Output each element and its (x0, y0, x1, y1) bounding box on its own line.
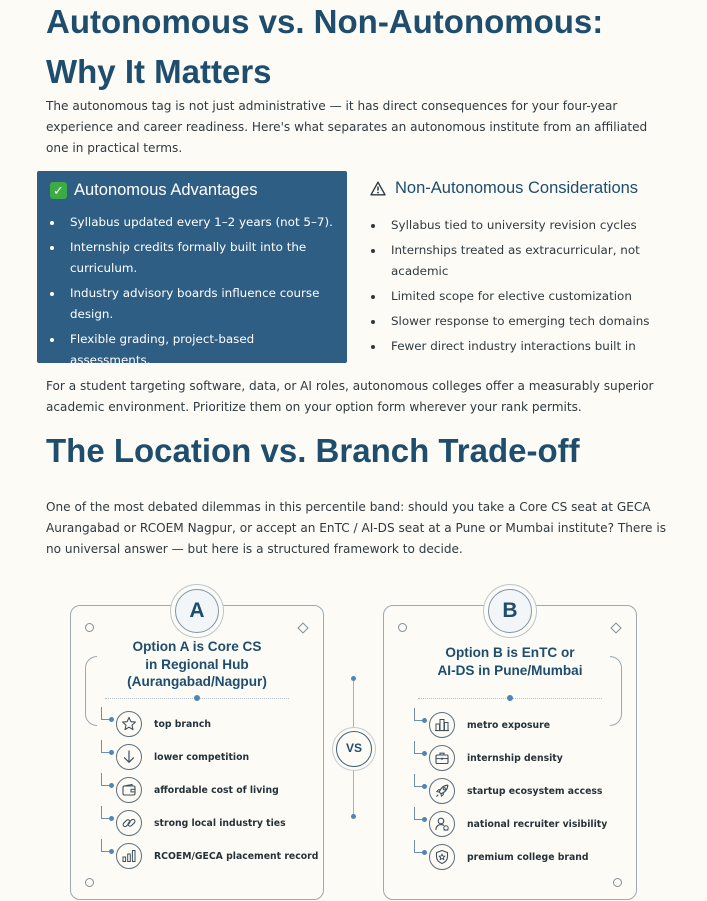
feature-label: metro exposure (467, 719, 551, 731)
connector-stub (414, 774, 427, 789)
connector-stub (414, 807, 427, 822)
option-a-feature: lower competition (101, 740, 250, 770)
considerations-list: Syllabus tied to university revision cyc… (370, 215, 670, 357)
connector-stub (414, 741, 427, 756)
advantage-item: Better MoU ecosystem with tech companies… (49, 375, 337, 396)
vs-dot-top (351, 676, 356, 681)
advantage-item: Syllabus updated every 1–2 years (not 5–… (49, 212, 337, 233)
advantage-item: Industry advisory boards influence cours… (49, 283, 337, 325)
option-a-title-line1: Option A is Core CS (132, 639, 262, 654)
rocket-icon (429, 778, 455, 804)
option-b-title-line1: Option B is EnTC or (445, 645, 575, 660)
option-a-title-line3: (Aurangabad/Nagpur) (127, 674, 267, 690)
vs-line-bottom (353, 767, 355, 817)
vs-line-top (353, 680, 355, 731)
connector-stub (101, 839, 114, 854)
option-a-card: A Option A is Core CS in Regional Hub (A… (70, 589, 324, 900)
option-b-badge: B (488, 589, 532, 633)
option-a-feature: strong local industry ties (101, 806, 286, 836)
feature-label: affordable cost of living (154, 784, 279, 796)
briefcase-icon (429, 745, 455, 771)
option-a-feature: top branch (101, 707, 211, 737)
advantage-item: Flexible grading, project-based assessme… (49, 329, 337, 371)
arrow-down-icon (116, 744, 142, 770)
section1-title-line1: Autonomous vs. Non-Autonomous: (46, 3, 604, 40)
diamond-icon (610, 622, 622, 634)
option-b-feature: internship density (414, 741, 563, 771)
recruiter-icon (429, 811, 455, 837)
feature-label: lower competition (154, 751, 250, 763)
option-a-badge: A (175, 589, 219, 633)
option-a-feature: affordable cost of living (101, 773, 279, 803)
non-autonomous-considerations: Non-Autonomous Considerations Syllabus t… (370, 177, 670, 361)
option-a-title: Option A is Core CS in Regional Hub (Aur… (71, 638, 323, 691)
circle-icon (85, 623, 94, 632)
feature-label: startup ecosystem access (467, 785, 603, 797)
advantages-list: Syllabus updated every 1–2 years (not 5–… (49, 212, 337, 396)
section1-title-line2: Why It Matters (46, 53, 272, 90)
consideration-item: Slower response to emerging tech domains (370, 311, 670, 332)
section2-intro: One of the most debated dilemmas in this… (46, 500, 666, 556)
connector-stub (101, 806, 114, 821)
feature-label: internship density (467, 752, 563, 764)
advantages-header: ✓ Autonomous Advantages (49, 177, 337, 203)
section1-intro: The autonomous tag is not just administr… (46, 99, 648, 155)
vs-badge: VS (336, 731, 372, 767)
option-a-feature: RCOEM/GECA placement record (101, 839, 319, 869)
consideration-item: Fewer direct industry interactions built… (370, 336, 670, 357)
feature-label: RCOEM/GECA placement record (154, 850, 319, 862)
consideration-item: Internships treated as extracurricular, … (370, 240, 670, 282)
feature-label: strong local industry ties (154, 817, 286, 829)
advantages-title: Autonomous Advantages (74, 180, 258, 199)
connector-stub (414, 708, 427, 723)
option-a-title-line2: in Regional Hub (145, 656, 249, 672)
divider-dot (194, 695, 200, 701)
wallet-icon (116, 777, 142, 803)
feature-label: premium college brand (467, 851, 589, 863)
circle-icon (613, 878, 622, 887)
considerations-title: Non-Autonomous Considerations (395, 178, 639, 197)
consideration-item: Syllabus tied to university revision cyc… (370, 215, 670, 236)
diamond-icon (297, 622, 309, 634)
warning-icon (370, 181, 386, 196)
option-b-feature: premium college brand (414, 840, 589, 870)
link-icon (116, 810, 142, 836)
bar-chart-icon (116, 843, 142, 869)
divider-dot (507, 695, 513, 701)
star-icon (116, 711, 142, 737)
option-b-feature: national recruiter visibility (414, 807, 608, 837)
vs-dot-bottom (351, 814, 356, 819)
option-b-title: Option B is EnTC or AI-DS in Pune/Mumbai (384, 644, 636, 679)
connector-stub (101, 773, 114, 788)
circle-icon (398, 623, 407, 632)
consideration-item: Limited scope for elective customization (370, 286, 670, 307)
option-b-title-line2: AI-DS in Pune/Mumbai (437, 662, 583, 678)
section2-title: The Location vs. Branch Trade-off (46, 432, 580, 469)
circle-icon (85, 878, 94, 887)
option-b-card: B Option B is EnTC or AI-DS in Pune/Mumb… (383, 589, 637, 900)
advantage-item: Internship credits formally built into t… (49, 237, 337, 279)
connector-stub (414, 840, 427, 855)
connector-stub (101, 740, 114, 755)
check-icon: ✓ (50, 181, 67, 199)
connector-stub (101, 707, 114, 722)
feature-label: national recruiter visibility (467, 818, 608, 830)
option-b-feature: startup ecosystem access (414, 774, 603, 804)
autonomous-advantages-box: ✓ Autonomous Advantages Syllabus updated… (37, 171, 347, 392)
section1-conclusion: For a student targeting software, data, … (46, 379, 654, 414)
option-b-feature: metro exposure (414, 708, 551, 738)
city-icon (429, 712, 455, 738)
considerations-header: Non-Autonomous Considerations (370, 177, 670, 199)
feature-label: top branch (154, 718, 211, 730)
shield-star-icon (429, 844, 455, 870)
